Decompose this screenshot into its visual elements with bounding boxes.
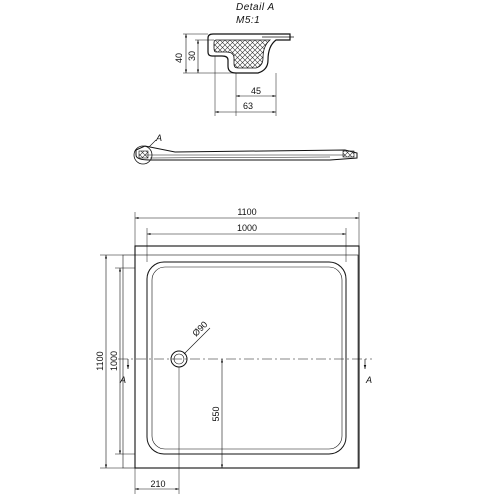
section-rim-right bbox=[342, 150, 355, 158]
callout-leader bbox=[148, 139, 157, 148]
dim-drain-offset: 210 bbox=[150, 479, 165, 489]
detail-a: Detail A M5:1 40 30 45 63 bbox=[174, 2, 294, 116]
section-view: A bbox=[133, 133, 358, 165]
tray-basin-inner bbox=[151, 266, 343, 450]
tray-outline bbox=[134, 245, 360, 469]
dim-inner-width: 1000 bbox=[237, 223, 257, 233]
detail-core-hatch bbox=[213, 39, 272, 69]
dim-63: 63 bbox=[243, 101, 253, 111]
section-rim-left bbox=[138, 150, 149, 159]
dim-drain-to-edge: 550 bbox=[211, 406, 221, 421]
tray-outer-edge bbox=[122, 254, 359, 469]
section-label-left: A bbox=[119, 375, 126, 385]
detail-a-callout: A bbox=[155, 133, 162, 143]
tray-basin-outer bbox=[146, 261, 347, 455]
dim-inner-height: 1000 bbox=[109, 351, 119, 371]
dim-drain-diameter: Ø90 bbox=[190, 319, 209, 338]
dim-40: 40 bbox=[174, 53, 184, 63]
plan-view: Ø90 A A 1100 1000 1100 1000 550 210 bbox=[95, 207, 372, 494]
dim-overall-height: 1100 bbox=[95, 351, 105, 370]
dim-30: 30 bbox=[187, 51, 197, 61]
dim-overall-width: 1100 bbox=[237, 207, 256, 217]
detail-a-callout-circle bbox=[133, 145, 153, 165]
section-bottom-line bbox=[149, 156, 331, 159]
drain-leader bbox=[183, 327, 211, 355]
dim-45: 45 bbox=[251, 86, 261, 96]
detail-title: Detail A bbox=[236, 2, 275, 13]
detail-scale: M5:1 bbox=[236, 15, 260, 26]
section-label-right: A bbox=[365, 375, 372, 385]
section-profile bbox=[135, 145, 358, 161]
